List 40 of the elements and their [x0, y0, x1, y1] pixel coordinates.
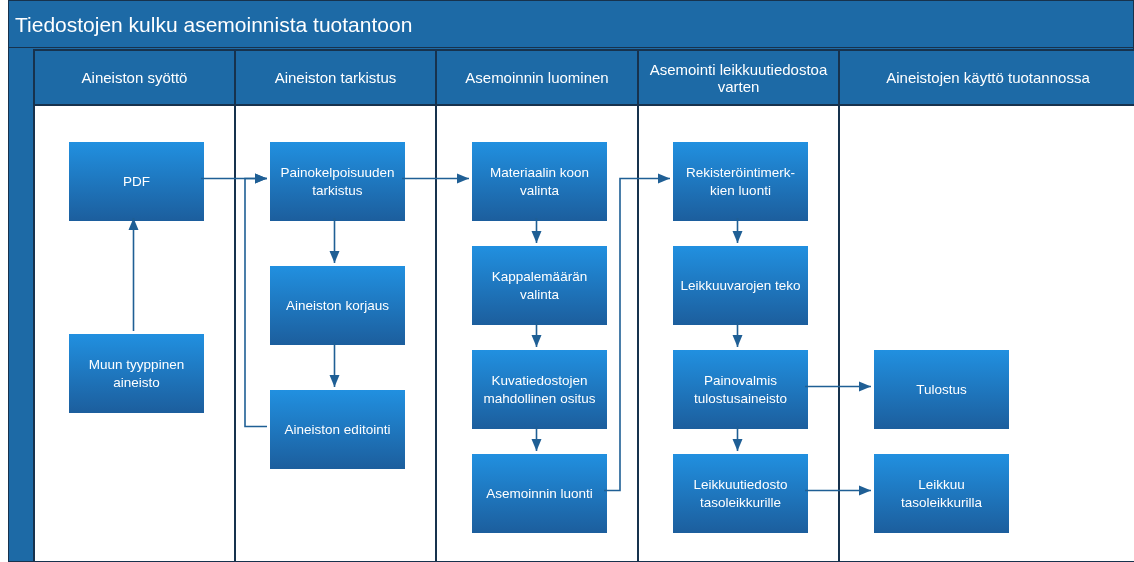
- lane-header: Aineiston tarkistus: [236, 51, 435, 106]
- process-box: Materiaalin koon valinta: [472, 142, 607, 221]
- process-box: Painokelpoisuuden tarkistus: [270, 142, 405, 221]
- arrow: [531, 321, 542, 348]
- arrow: [804, 381, 872, 392]
- process-box: Leikkuuvarojen teko: [673, 246, 808, 325]
- process-box: Kuvatiedostojen mahdollinen ositus: [472, 350, 607, 429]
- swimlane: [435, 49, 639, 562]
- process-box: Kappalemäärän valinta: [472, 246, 607, 325]
- lane-header: Aineiston syöttö: [35, 51, 234, 106]
- process-box: Leikkuutiedosto tasoleikkurille: [673, 454, 808, 533]
- swimlane: [637, 49, 840, 562]
- arrow: [732, 425, 743, 452]
- arrow: [804, 485, 872, 496]
- process-box: Aineiston editointi: [270, 390, 405, 469]
- process-box: Aineiston korjaus: [270, 266, 405, 345]
- arrow: [531, 217, 542, 244]
- process-box: Rekisteröintimerk- kien luonti: [673, 142, 808, 221]
- arrow: [128, 217, 139, 332]
- process-box: Muun tyyppinen aineisto: [69, 334, 204, 413]
- process-box: Leikkuu tasoleikkurilla: [874, 454, 1009, 533]
- swimlane-pool: [8, 0, 1134, 562]
- swimlane: [838, 49, 1134, 562]
- arrow: [329, 217, 340, 264]
- arrow: [603, 173, 671, 492]
- swimlane: [33, 49, 236, 562]
- process-box: Tulostus: [874, 350, 1009, 429]
- lane-header: Aineistojen käyttö tuotannossa: [840, 51, 1134, 106]
- process-box: Painovalmis tulostusaineisto: [673, 350, 808, 429]
- process-box: Asemoinnin luonti: [472, 454, 607, 533]
- process-box: PDF: [69, 142, 204, 221]
- swimlane: [234, 49, 437, 562]
- arrow: [244, 173, 268, 428]
- arrow: [401, 173, 470, 184]
- lane-header: Asemoinnin luominen: [437, 51, 637, 106]
- arrow: [732, 217, 743, 244]
- arrow: [329, 341, 340, 388]
- arrow: [732, 321, 743, 348]
- lane-header: Asemointi leikkuutiedostoa varten: [639, 51, 838, 106]
- arrow: [531, 425, 542, 452]
